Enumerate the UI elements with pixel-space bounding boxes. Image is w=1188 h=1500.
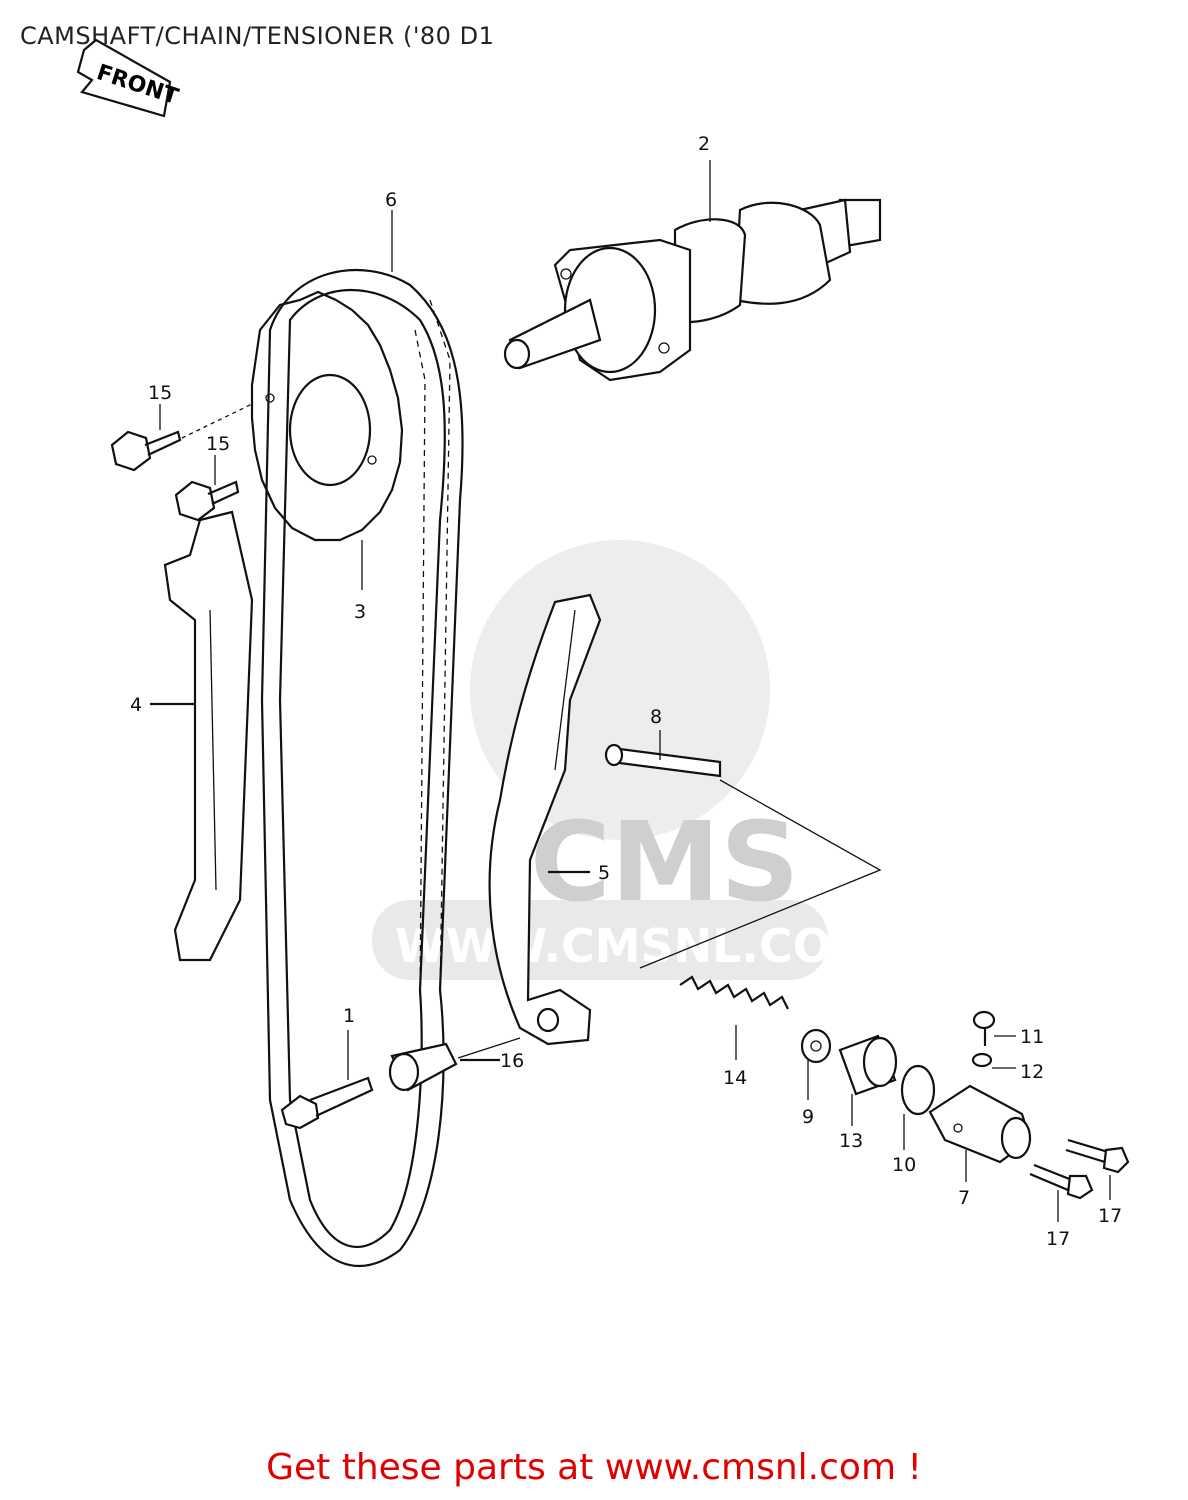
callout-5: 5: [598, 862, 610, 884]
spring-14: [679, 975, 789, 1060]
camshaft-chain: [260, 210, 464, 1267]
footer-shop-link[interactable]: Get these parts at www.cmsnl.com !: [266, 1447, 922, 1488]
callout-2: 2: [698, 133, 710, 155]
pin-8: [604, 730, 882, 969]
callout-13: 13: [839, 1130, 863, 1152]
piston-13: [838, 1034, 898, 1126]
callout-6: 6: [385, 189, 397, 211]
tensioner-arm: [488, 593, 602, 1046]
watermark-url: WWW.CMSNL.COM: [395, 919, 878, 973]
bolt-15-upper: [110, 403, 253, 472]
callout-7: 7: [958, 1187, 970, 1209]
camshaft-sprocket: [250, 290, 404, 590]
screw-11: [972, 1010, 1016, 1046]
callout-16: 16: [500, 1050, 524, 1072]
callout-10: 10: [892, 1154, 916, 1176]
bolt-17-right: [1065, 1138, 1130, 1200]
callout-14: 14: [723, 1067, 747, 1089]
tensioner-body-7: [928, 1084, 1032, 1182]
washer-12: [971, 1052, 1016, 1069]
collar-16: [388, 1037, 521, 1092]
callout-11: 11: [1020, 1026, 1044, 1048]
bolt-17-left: [1029, 1163, 1094, 1222]
callout-15-lower: 15: [206, 433, 230, 455]
camshaft: [503, 160, 882, 382]
watermark-brand: CMS: [530, 798, 799, 926]
callout-1: 1: [343, 1005, 355, 1027]
chain-guide-rear: [150, 510, 254, 962]
callout-17-right: 17: [1098, 1205, 1122, 1227]
callout-4: 4: [130, 694, 142, 716]
washer-9: [800, 1028, 832, 1100]
bolt-15-lower: [174, 455, 240, 522]
callout-17-left: 17: [1046, 1228, 1070, 1250]
callout-labels: 1 2 3 4 5 6 7 8 9 10 11 12 13 14 15 15 1…: [130, 133, 1122, 1250]
bolt-1: [280, 1030, 374, 1130]
o-ring-10: [900, 1064, 936, 1150]
callout-3: 3: [354, 601, 366, 623]
callout-8: 8: [650, 706, 662, 728]
front-arrow-icon: FRONT: [76, 38, 181, 118]
callout-9: 9: [802, 1106, 814, 1128]
callout-15-upper: 15: [148, 382, 172, 404]
callout-12: 12: [1020, 1061, 1044, 1083]
